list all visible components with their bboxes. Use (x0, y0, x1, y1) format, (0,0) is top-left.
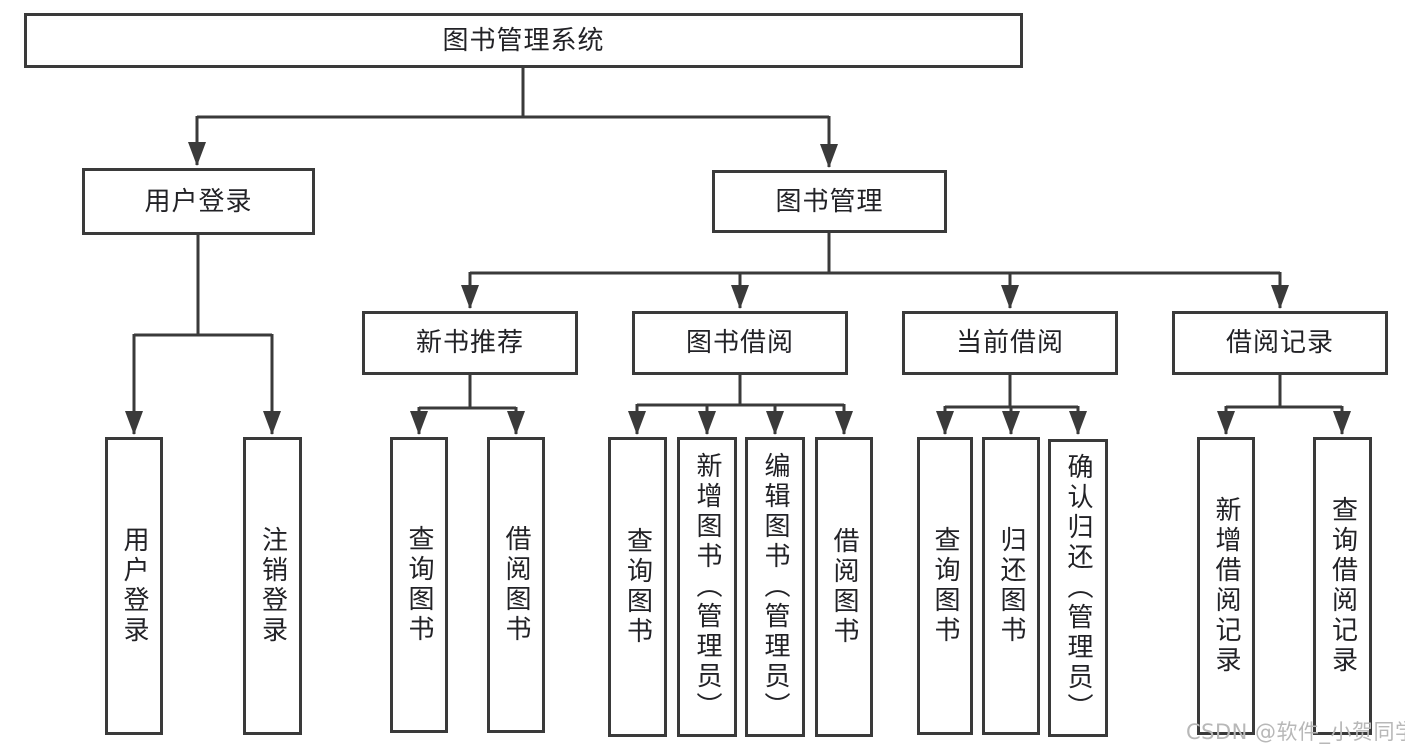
leaf-query-borrow-record: 查询借阅记录 (1313, 437, 1372, 735)
leaf-add-borrow-record: 新增借阅记录 (1197, 437, 1255, 735)
leaf-return-books-label: 归还图书 (996, 526, 1026, 646)
leaf-logout-label: 注销登录 (257, 526, 288, 646)
leaf-add-books-admin-label: 新增图书（管理员） (692, 452, 722, 722)
leaf-edit-books-admin: 编辑图书（管理员） (745, 437, 805, 737)
leaf-borrow-books-recommend-label: 借阅图书 (501, 525, 531, 645)
leaf-query-borrow-record-label: 查询借阅记录 (1327, 496, 1358, 676)
leaf-confirm-return-admin-label: 确认归还（管理员） (1063, 453, 1093, 723)
leaf-query-books-current: 查询图书 (917, 437, 973, 735)
leaf-borrow-books-borrow-label: 借阅图书 (829, 527, 859, 647)
node-borrowing-records: 借阅记录 (1172, 311, 1388, 375)
leaf-borrow-books-recommend: 借阅图书 (487, 437, 545, 733)
leaf-query-books-borrow-label: 查询图书 (622, 527, 653, 647)
node-book-management: 图书管理 (712, 170, 947, 233)
node-library-system: 图书管理系统 (24, 13, 1023, 68)
leaf-borrow-books-borrow: 借阅图书 (815, 437, 873, 737)
leaf-query-books-current-label: 查询图书 (930, 526, 960, 646)
leaf-query-books-recommend: 查询图书 (390, 437, 448, 733)
watermark-text: CSDN @软件_小贺同学 (1186, 720, 1405, 744)
leaf-confirm-return-admin: 确认归还（管理员） (1048, 439, 1108, 737)
leaf-add-books-admin: 新增图书（管理员） (677, 437, 737, 737)
node-current-borrowing: 当前借阅 (902, 311, 1118, 375)
node-book-borrowing: 图书借阅 (632, 311, 848, 375)
leaf-user-login-label: 用户登录 (119, 526, 149, 646)
leaf-add-borrow-record-label: 新增借阅记录 (1211, 496, 1241, 676)
leaf-user-login: 用户登录 (105, 437, 163, 735)
leaf-logout: 注销登录 (243, 437, 302, 735)
leaf-edit-books-admin-label: 编辑图书（管理员） (760, 452, 790, 722)
node-new-book-recommend: 新书推荐 (362, 311, 578, 375)
leaf-return-books: 归还图书 (982, 437, 1040, 735)
leaf-query-books-recommend-label: 查询图书 (404, 525, 434, 645)
node-user-login: 用户登录 (82, 168, 315, 235)
leaf-query-books-borrow: 查询图书 (608, 437, 667, 737)
